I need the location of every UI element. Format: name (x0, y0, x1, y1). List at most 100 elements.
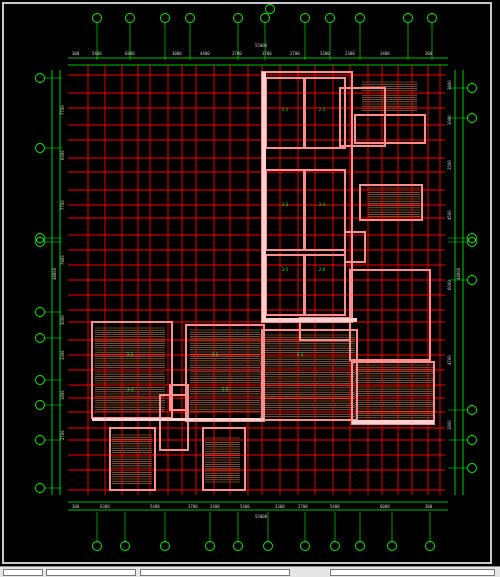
axis-bubble (205, 541, 215, 551)
dimension-text-top: 3700 (262, 51, 272, 56)
axis-bubble (355, 13, 365, 23)
room-label: 3-3 (297, 352, 304, 357)
dimension-text-bottom: 5400 (330, 504, 340, 509)
axis-bubble (125, 13, 135, 23)
axis-bubble (233, 541, 243, 551)
dimension-text-right: 4700 (447, 355, 452, 365)
status-field-coordinates[interactable] (3, 569, 43, 576)
dimension-text-top: 2300 (345, 51, 355, 56)
axis-bubble (355, 541, 365, 551)
wall-outline (354, 114, 426, 144)
axis-bubble (233, 13, 243, 23)
axis-bubble (265, 4, 275, 14)
room-label: 3-2 (212, 352, 219, 357)
axis-bubble (35, 375, 45, 385)
wall-band (92, 418, 264, 421)
dimension-total-left: 44800 (52, 267, 57, 280)
axis-bubble (120, 541, 130, 551)
dimension-text-top: 3000 (172, 51, 182, 56)
wall-outline (304, 77, 346, 149)
axis-bubble (35, 307, 45, 317)
axis-bubble (467, 435, 477, 445)
dimension-text-left: 7700 (60, 200, 65, 210)
axis-bubble (300, 541, 310, 551)
dimension-total-top: 55800 (255, 43, 268, 48)
axis-bubble (35, 435, 45, 445)
dimension-text-top: 4400 (200, 51, 210, 56)
axis-bubble (35, 233, 45, 243)
dimension-text-top: 300 (72, 51, 80, 56)
axis-bubble (467, 83, 477, 93)
room-label: 2-2 (319, 107, 326, 112)
axis-bubble (467, 275, 477, 285)
room-label: 2-6 (319, 267, 326, 272)
wall-outline (349, 269, 431, 361)
axis-bubble (467, 233, 477, 243)
dimension-text-left: 1800 (60, 390, 65, 400)
dimension-text-right: 3900 (447, 115, 452, 125)
wall-outline (344, 231, 366, 263)
drawing-border (2, 2, 492, 564)
room-label: 2-4 (319, 202, 326, 207)
dimension-text-right: 4500 (447, 210, 452, 220)
status-field-layer[interactable] (330, 569, 495, 576)
axis-bubble (35, 237, 45, 247)
wall-outline (261, 329, 358, 421)
dimension-text-left: 7700 (60, 105, 65, 115)
dimension-text-bottom: 5400 (240, 504, 250, 509)
wall-outline (339, 87, 386, 147)
axis-bubble (35, 333, 45, 343)
room-label: 2-5 (282, 267, 289, 272)
wall-outline (359, 184, 423, 221)
dimension-text-bottom: 6300 (100, 504, 110, 509)
dimension-text-right: 2500 (447, 160, 452, 170)
dimension-text-top: 3300 (320, 51, 330, 56)
axis-bubble (300, 13, 310, 23)
axis-bubble (467, 463, 477, 473)
axis-bubble (35, 400, 45, 410)
dimension-text-bottom: 3300 (275, 504, 285, 509)
dimension-text-left: 3000 (60, 315, 65, 325)
room-label: 3-4 (127, 387, 134, 392)
wall-outline (169, 384, 189, 411)
wall-band (262, 318, 357, 322)
axis-bubble (330, 541, 340, 551)
room-label: 2-3 (282, 202, 289, 207)
status-field-mode[interactable] (46, 569, 136, 576)
dimension-text-bottom: 2700 (298, 504, 308, 509)
axis-bubble (185, 13, 195, 23)
dimension-text-top: 300 (425, 51, 433, 56)
axis-bubble (160, 541, 170, 551)
dimension-text-right: 1800 (447, 420, 452, 430)
axis-bubble (467, 113, 477, 123)
axis-bubble (260, 13, 270, 23)
room-label: 3-1 (127, 352, 134, 357)
axis-bubble (387, 541, 397, 551)
status-field-command[interactable] (140, 569, 290, 576)
dimension-text-bottom: 2400 (210, 504, 220, 509)
wall-outline (185, 324, 265, 422)
dimension-text-bottom: 300 (72, 504, 80, 509)
dimension-text-top: 3400 (380, 51, 390, 56)
axis-bubble (35, 483, 45, 493)
room-label: 2-1 (282, 107, 289, 112)
dimension-total-bottom: 55800 (255, 514, 268, 519)
axis-bubble (92, 541, 102, 551)
wall-outline (202, 427, 246, 491)
room-label: 3-5 (222, 387, 229, 392)
axis-bubble (35, 143, 45, 153)
dimension-text-top: 2700 (290, 51, 300, 56)
dimension-total-right: 44800 (456, 267, 461, 280)
dimension-text-left: 7400 (60, 255, 65, 265)
axis-bubble (425, 541, 435, 551)
axis-bubble (160, 13, 170, 23)
dimension-text-bottom: 300 (425, 504, 433, 509)
wall-band (262, 72, 266, 322)
dimension-text-bottom: 3700 (188, 504, 198, 509)
wall-outline (261, 71, 353, 323)
dimension-text-right: 3400 (447, 80, 452, 90)
dimension-text-left: 3300 (60, 350, 65, 360)
axis-bubble (467, 405, 477, 415)
